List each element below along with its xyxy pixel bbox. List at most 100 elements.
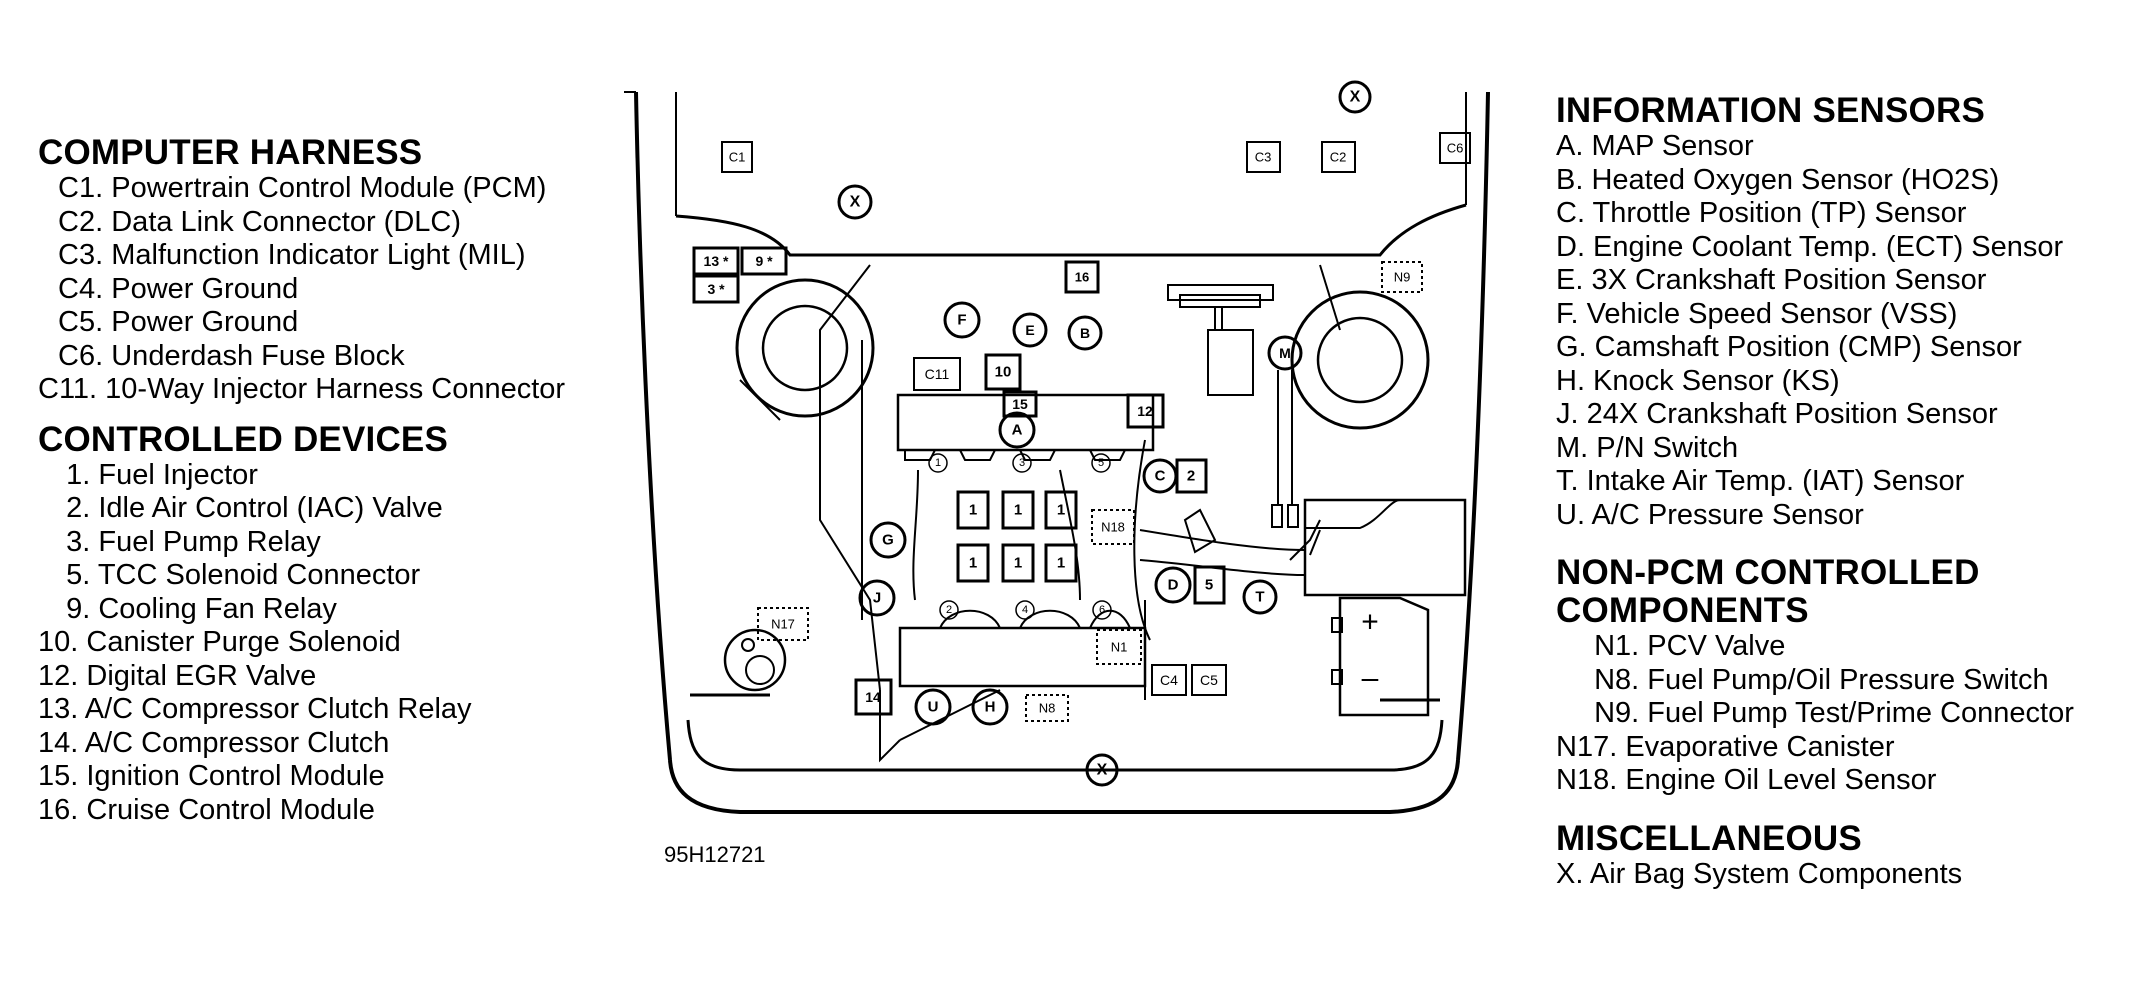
right-legend: INFORMATION SENSORS A. MAP Sensor B. Hea…: [1556, 92, 2116, 905]
legend-item: N17. Evaporative Canister: [1556, 730, 1895, 763]
battery: [1331, 596, 1430, 717]
legend-item: G. Camshaft Position (CMP) Sensor: [1556, 331, 2022, 363]
legend-item: 3. Fuel Pump Relay: [50, 525, 321, 558]
label-3: 3 *: [707, 281, 725, 297]
label-x-bottom: X: [1097, 762, 1108, 779]
legend-item: N9. Fuel Pump Test/Prime Connector: [1578, 697, 2074, 729]
label-c3: C3: [1255, 150, 1272, 165]
label-c5: C5: [1200, 672, 1218, 688]
label-n1: N1: [1111, 640, 1128, 655]
sensor-j: [858, 579, 896, 617]
legend-item: B. Heated Oxygen Sensor (HO2S): [1556, 163, 2000, 196]
label-13: 13 *: [704, 253, 729, 269]
harness-connectors: [721, 132, 1471, 696]
coolant-reservoir: [1167, 284, 1274, 396]
label-n9: N9: [1394, 270, 1411, 285]
n17-canister: [757, 607, 809, 641]
sensor-a: [998, 411, 1036, 449]
fuel-injector-1b: [1001, 490, 1035, 530]
label-x-left: X: [850, 194, 861, 211]
legend-item: 5. TCC Solenoid Connector: [50, 559, 421, 591]
label-injector: 1: [1057, 502, 1065, 519]
n9-connector: [1381, 261, 1423, 293]
label-c2: C2: [1330, 150, 1347, 165]
label-c: C: [1155, 468, 1166, 485]
device-12: [1126, 393, 1165, 429]
label-c4: C4: [1160, 672, 1178, 688]
sensor-d: [1154, 566, 1192, 604]
legend-item: X. Air Bag System Components: [1556, 857, 1963, 890]
fuel-injector-1c: [1044, 490, 1078, 530]
intake-plenum: [896, 393, 1155, 601]
label-m: M: [1279, 345, 1291, 361]
legend-item: E. 3X Crankshaft Position Sensor: [1556, 264, 1987, 296]
legend-item: 1. Fuel Injector: [50, 458, 258, 491]
label-12: 12: [1137, 403, 1153, 419]
legend-item: 10. Canister Purge Solenoid: [38, 626, 401, 658]
label-g: G: [882, 532, 894, 549]
sensor-m: [1267, 335, 1303, 371]
legend-item: 15. Ignition Control Module: [38, 760, 385, 792]
label-a: A: [1012, 422, 1023, 439]
label-c6: C6: [1447, 141, 1464, 156]
label-cyl-2: 2: [946, 604, 952, 616]
label-n18: N18: [1101, 520, 1125, 535]
section-title: CONTROLLED DEVICES: [38, 419, 449, 459]
fuel-injector-1e: [1001, 543, 1035, 583]
cylinder-5: [1091, 453, 1111, 473]
label-9: 9 *: [755, 253, 773, 269]
fuel-injector-1f: [1044, 543, 1078, 583]
label-injector: 1: [1014, 502, 1022, 519]
cylinder-1: [928, 453, 948, 473]
sensor-b: [1067, 315, 1103, 351]
device-3: [692, 274, 740, 304]
device-13: [692, 246, 740, 276]
airbag-x-left: [837, 184, 873, 220]
label-cyl-3: 3: [1019, 457, 1025, 469]
label-14: 14: [865, 689, 881, 705]
legend-item: 16. Cruise Control Module: [38, 793, 375, 826]
device-10: [984, 353, 1022, 391]
legend-item: 2. Idle Air Control (IAC) Valve: [50, 492, 443, 524]
legend-item: 12. Digital EGR Valve: [38, 659, 317, 692]
battery-minus-sign: –: [1362, 662, 1379, 695]
sensor-f: [943, 301, 981, 339]
label-n17: N17: [771, 617, 795, 632]
section-title: NON-PCM CONTROLLED COMPONENTS: [1556, 553, 1980, 630]
label-d: D: [1168, 577, 1179, 594]
label-5: 5: [1205, 577, 1213, 594]
airbag-x-bottom: [1085, 753, 1119, 787]
label-injector: 1: [1014, 555, 1022, 572]
information-sensors-section: INFORMATION SENSORS A. MAP Sensor B. Hea…: [1556, 92, 2116, 532]
non-pcm-components-section: NON-PCM CONTROLLED COMPONENTS N1. PCV Va…: [1556, 554, 2116, 798]
legend-item: N8. Fuel Pump/Oil Pressure Switch: [1578, 663, 2049, 696]
legend-item: A. MAP Sensor: [1556, 130, 1754, 162]
sensor-u: [914, 688, 952, 726]
air-intake-duct: [1139, 498, 1467, 597]
n1-pcv-valve: [1096, 629, 1142, 665]
c2-connector: [1321, 141, 1356, 173]
device-16: [1064, 260, 1100, 294]
legend-item: D. Engine Coolant Temp. (ECT) Sensor: [1556, 230, 2064, 263]
controlled-devices-section: CONTROLLED DEVICES 1. Fuel Injector 2. I…: [38, 419, 565, 828]
cylinder-4: [1015, 600, 1035, 620]
device-9: [740, 246, 788, 276]
label-b: B: [1080, 325, 1090, 341]
c6-connector: [1439, 132, 1471, 164]
legend-item: C3. Malfunction Indicator Light (MIL): [50, 239, 526, 271]
legend-item: T. Intake Air Temp. (IAT) Sensor: [1556, 465, 1965, 497]
label-cyl-5: 5: [1098, 457, 1104, 469]
strut-tower-right: [1290, 290, 1430, 430]
label-cyl-6: 6: [1099, 604, 1105, 616]
label-u: U: [928, 699, 939, 716]
label-injector: 1: [969, 502, 977, 519]
legend-item: C11. 10-Way Injector Harness Connector: [38, 373, 566, 405]
n8-switch: [1025, 694, 1069, 722]
controlled-devices: [692, 246, 1226, 716]
figure-number: 95H12721: [664, 842, 766, 867]
device-14: [854, 678, 893, 716]
computer-harness-section: COMPUTER HARNESS C1. Powertrain Control …: [38, 134, 565, 407]
c5-connector: [1191, 664, 1227, 696]
legend-item: C. Throttle Position (TP) Sensor: [1556, 197, 1967, 229]
